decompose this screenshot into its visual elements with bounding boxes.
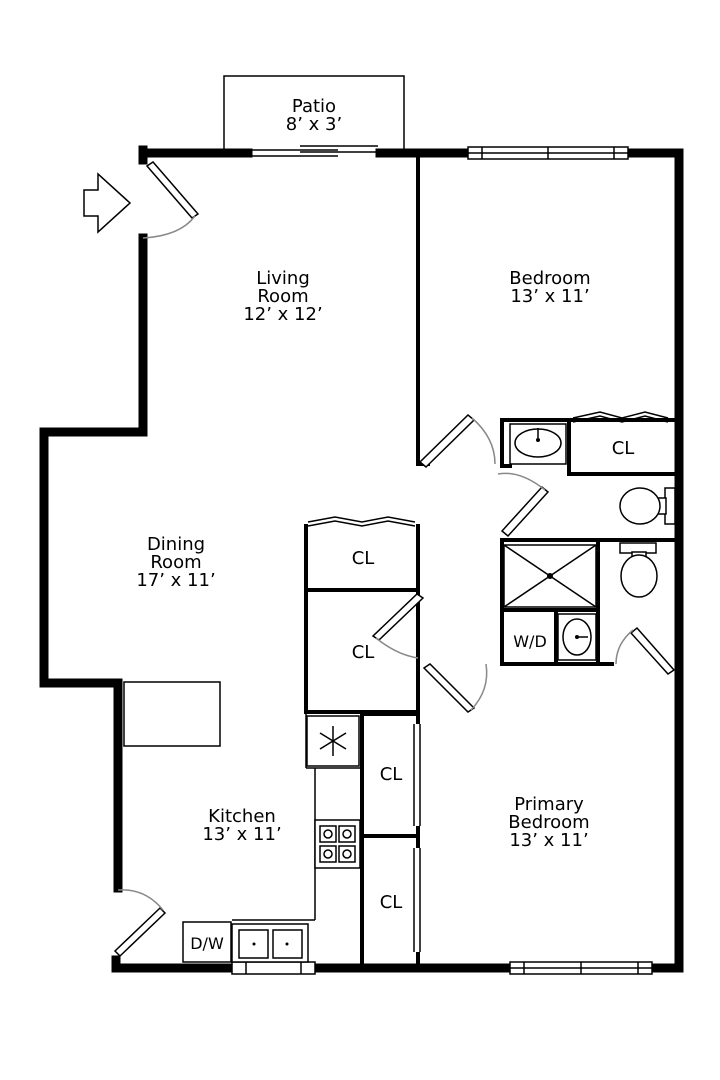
closet-label-primary-lower: CL bbox=[380, 892, 403, 913]
bedroom-door[interactable] bbox=[418, 413, 496, 469]
bath-closet-label: CL bbox=[612, 438, 635, 459]
bedroom-walls bbox=[416, 153, 430, 466]
sink-icon bbox=[557, 613, 597, 661]
patio: Patio 8’ x 3’ bbox=[223, 75, 405, 157]
stove-burners-icon bbox=[314, 819, 361, 869]
hall-door[interactable] bbox=[422, 663, 488, 713]
kitchen-name: Kitchen bbox=[208, 806, 276, 827]
window-primary-bedroom bbox=[509, 961, 653, 975]
living-room-name-2: Room bbox=[257, 286, 308, 307]
shower-icon bbox=[503, 544, 597, 608]
kitchen-sink-icon bbox=[231, 923, 309, 963]
primary-bedroom-name-1: Primary bbox=[514, 794, 584, 815]
primary-bedroom-name-2: Bedroom bbox=[508, 812, 589, 833]
entry-door[interactable] bbox=[142, 161, 200, 239]
washer-dryer: W/D bbox=[513, 632, 547, 651]
bedroom-name: Bedroom bbox=[509, 268, 590, 289]
patio-size: 8’ x 3’ bbox=[286, 114, 342, 135]
dining-room-name-1: Dining bbox=[147, 534, 205, 555]
closet-label-upper: CL bbox=[352, 548, 375, 569]
living-room-name-1: Living bbox=[256, 268, 310, 289]
kitchen-door[interactable] bbox=[113, 889, 167, 958]
living-room-size: 12’ x 12’ bbox=[243, 304, 322, 325]
dining-room-size: 17’ x 11’ bbox=[136, 570, 215, 591]
washer-dryer-label: W/D bbox=[513, 632, 547, 651]
bath-closet[interactable]: CL bbox=[572, 411, 669, 459]
kitchen-size: 13’ x 11’ bbox=[202, 824, 281, 845]
closet-door[interactable] bbox=[371, 593, 425, 659]
snowflake-icon bbox=[306, 715, 360, 767]
patio-name: Patio bbox=[292, 96, 336, 117]
bathroom-door[interactable] bbox=[497, 472, 550, 538]
dining-nook bbox=[123, 681, 221, 747]
sink-icon bbox=[509, 423, 567, 465]
exterior-walls bbox=[39, 145, 684, 973]
entry-arrow-icon bbox=[83, 172, 132, 234]
primary-bedroom-size: 13’ x 11’ bbox=[509, 830, 588, 851]
primary-closets bbox=[360, 712, 421, 968]
closet-label-primary-upper: CL bbox=[380, 764, 403, 785]
primary-bedroom-door[interactable] bbox=[596, 626, 676, 675]
dining-room-name-2: Room bbox=[150, 552, 201, 573]
closet-label-middle: CL bbox=[352, 642, 375, 663]
bathroom bbox=[500, 418, 681, 666]
dishwasher: D/W bbox=[182, 921, 232, 963]
toilet-icon bbox=[619, 542, 658, 598]
bedroom-size: 13’ x 11’ bbox=[510, 286, 589, 307]
window-bedroom bbox=[467, 146, 629, 160]
toilet-icon bbox=[619, 487, 676, 525]
window-kitchen bbox=[231, 961, 316, 975]
dishwasher-label: D/W bbox=[190, 934, 224, 953]
